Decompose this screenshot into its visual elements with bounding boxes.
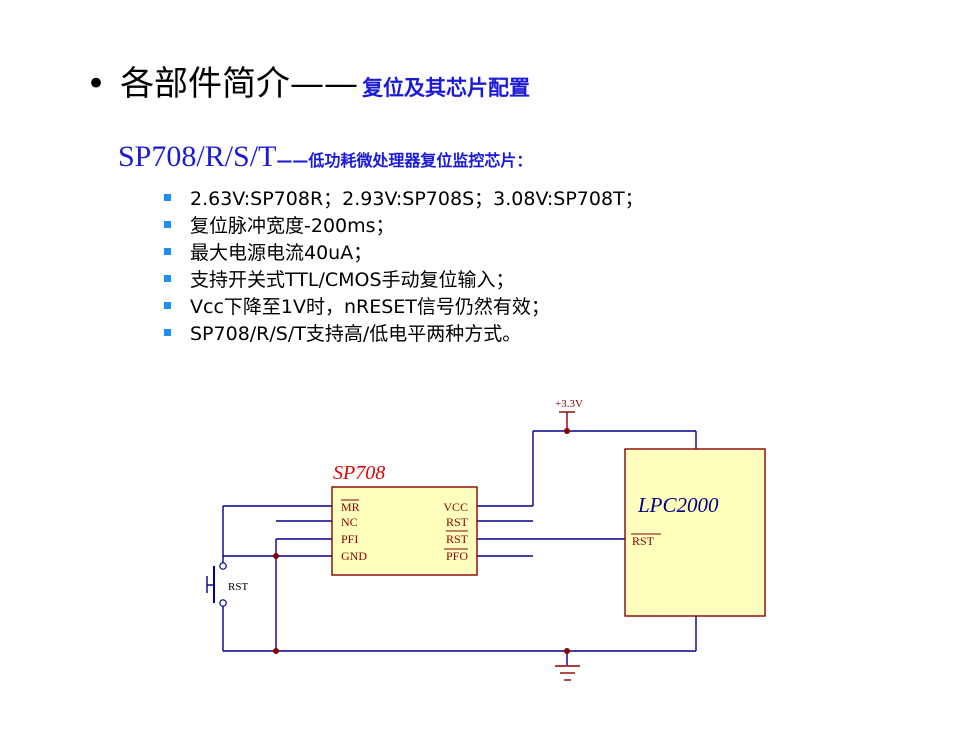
pin-label-pfo: PFO [446, 549, 468, 563]
title-main: 各部件简介—— [120, 64, 359, 104]
mcu-pin-rst: RST [632, 534, 655, 548]
pin-label-rst-low: RST [446, 532, 469, 546]
chip-heading: SP708/R/S/T ——低功耗微处理器复位监控芯片： [118, 140, 532, 174]
pin-label-pfi: PFI [341, 532, 358, 546]
square-bullet-icon [164, 275, 171, 282]
lpc2000-mcu: LPC2000 RST [624, 448, 766, 617]
junction-dots [273, 428, 570, 654]
title-subtitle: 复位及其芯片配置 [362, 76, 531, 100]
list-item: 支持开关式TTL/CMOS手动复位输入； [164, 265, 644, 292]
title-bullet: • [86, 64, 107, 104]
supply-label: +3.3V [555, 398, 583, 410]
list-item: SP708/R/S/T支持高/低电平两种方式。 [164, 319, 644, 346]
wires [222, 430, 697, 665]
chip-name: SP708/R/S/T [118, 140, 277, 173]
pin-label-rst-high: RST [446, 515, 469, 529]
reset-switch-icon: RST [206, 562, 248, 607]
slide-title: • 各部件简介—— 复位及其芯片配置 [86, 56, 530, 105]
square-bullet-icon [164, 329, 171, 336]
sp708-chip: SP708 MR NC PFI GND VCC RST RST PFO [331, 462, 478, 576]
ground-icon [555, 665, 580, 681]
chip-description: ——低功耗微处理器复位监控芯片： [276, 151, 533, 170]
feature-list: 2.63V:SP708R；2.93V:SP708S；3.08V:SP708T； … [164, 184, 644, 346]
square-bullet-icon [164, 221, 171, 228]
square-bullet-icon [164, 302, 171, 309]
square-bullet-icon [164, 248, 171, 255]
pin-label-gnd: GND [341, 549, 367, 563]
switch-label: RST [228, 581, 248, 593]
pin-label-mr: MR [341, 500, 360, 514]
pin-label-vcc: VCC [443, 500, 468, 514]
chip-title: SP708 [333, 462, 385, 484]
mcu-title: LPC2000 [637, 493, 719, 517]
power-supply-icon: +3.3V [555, 398, 583, 431]
list-item: Vcc下降至1V时，nRESET信号仍然有效； [164, 292, 644, 319]
pin-label-nc: NC [341, 515, 358, 529]
list-item: 2.63V:SP708R；2.93V:SP708S；3.08V:SP708T； [164, 184, 644, 211]
list-item: 复位脉冲宽度-200ms； [164, 211, 644, 238]
square-bullet-icon [164, 194, 171, 201]
list-item: 最大电源电流40uA； [164, 238, 644, 265]
